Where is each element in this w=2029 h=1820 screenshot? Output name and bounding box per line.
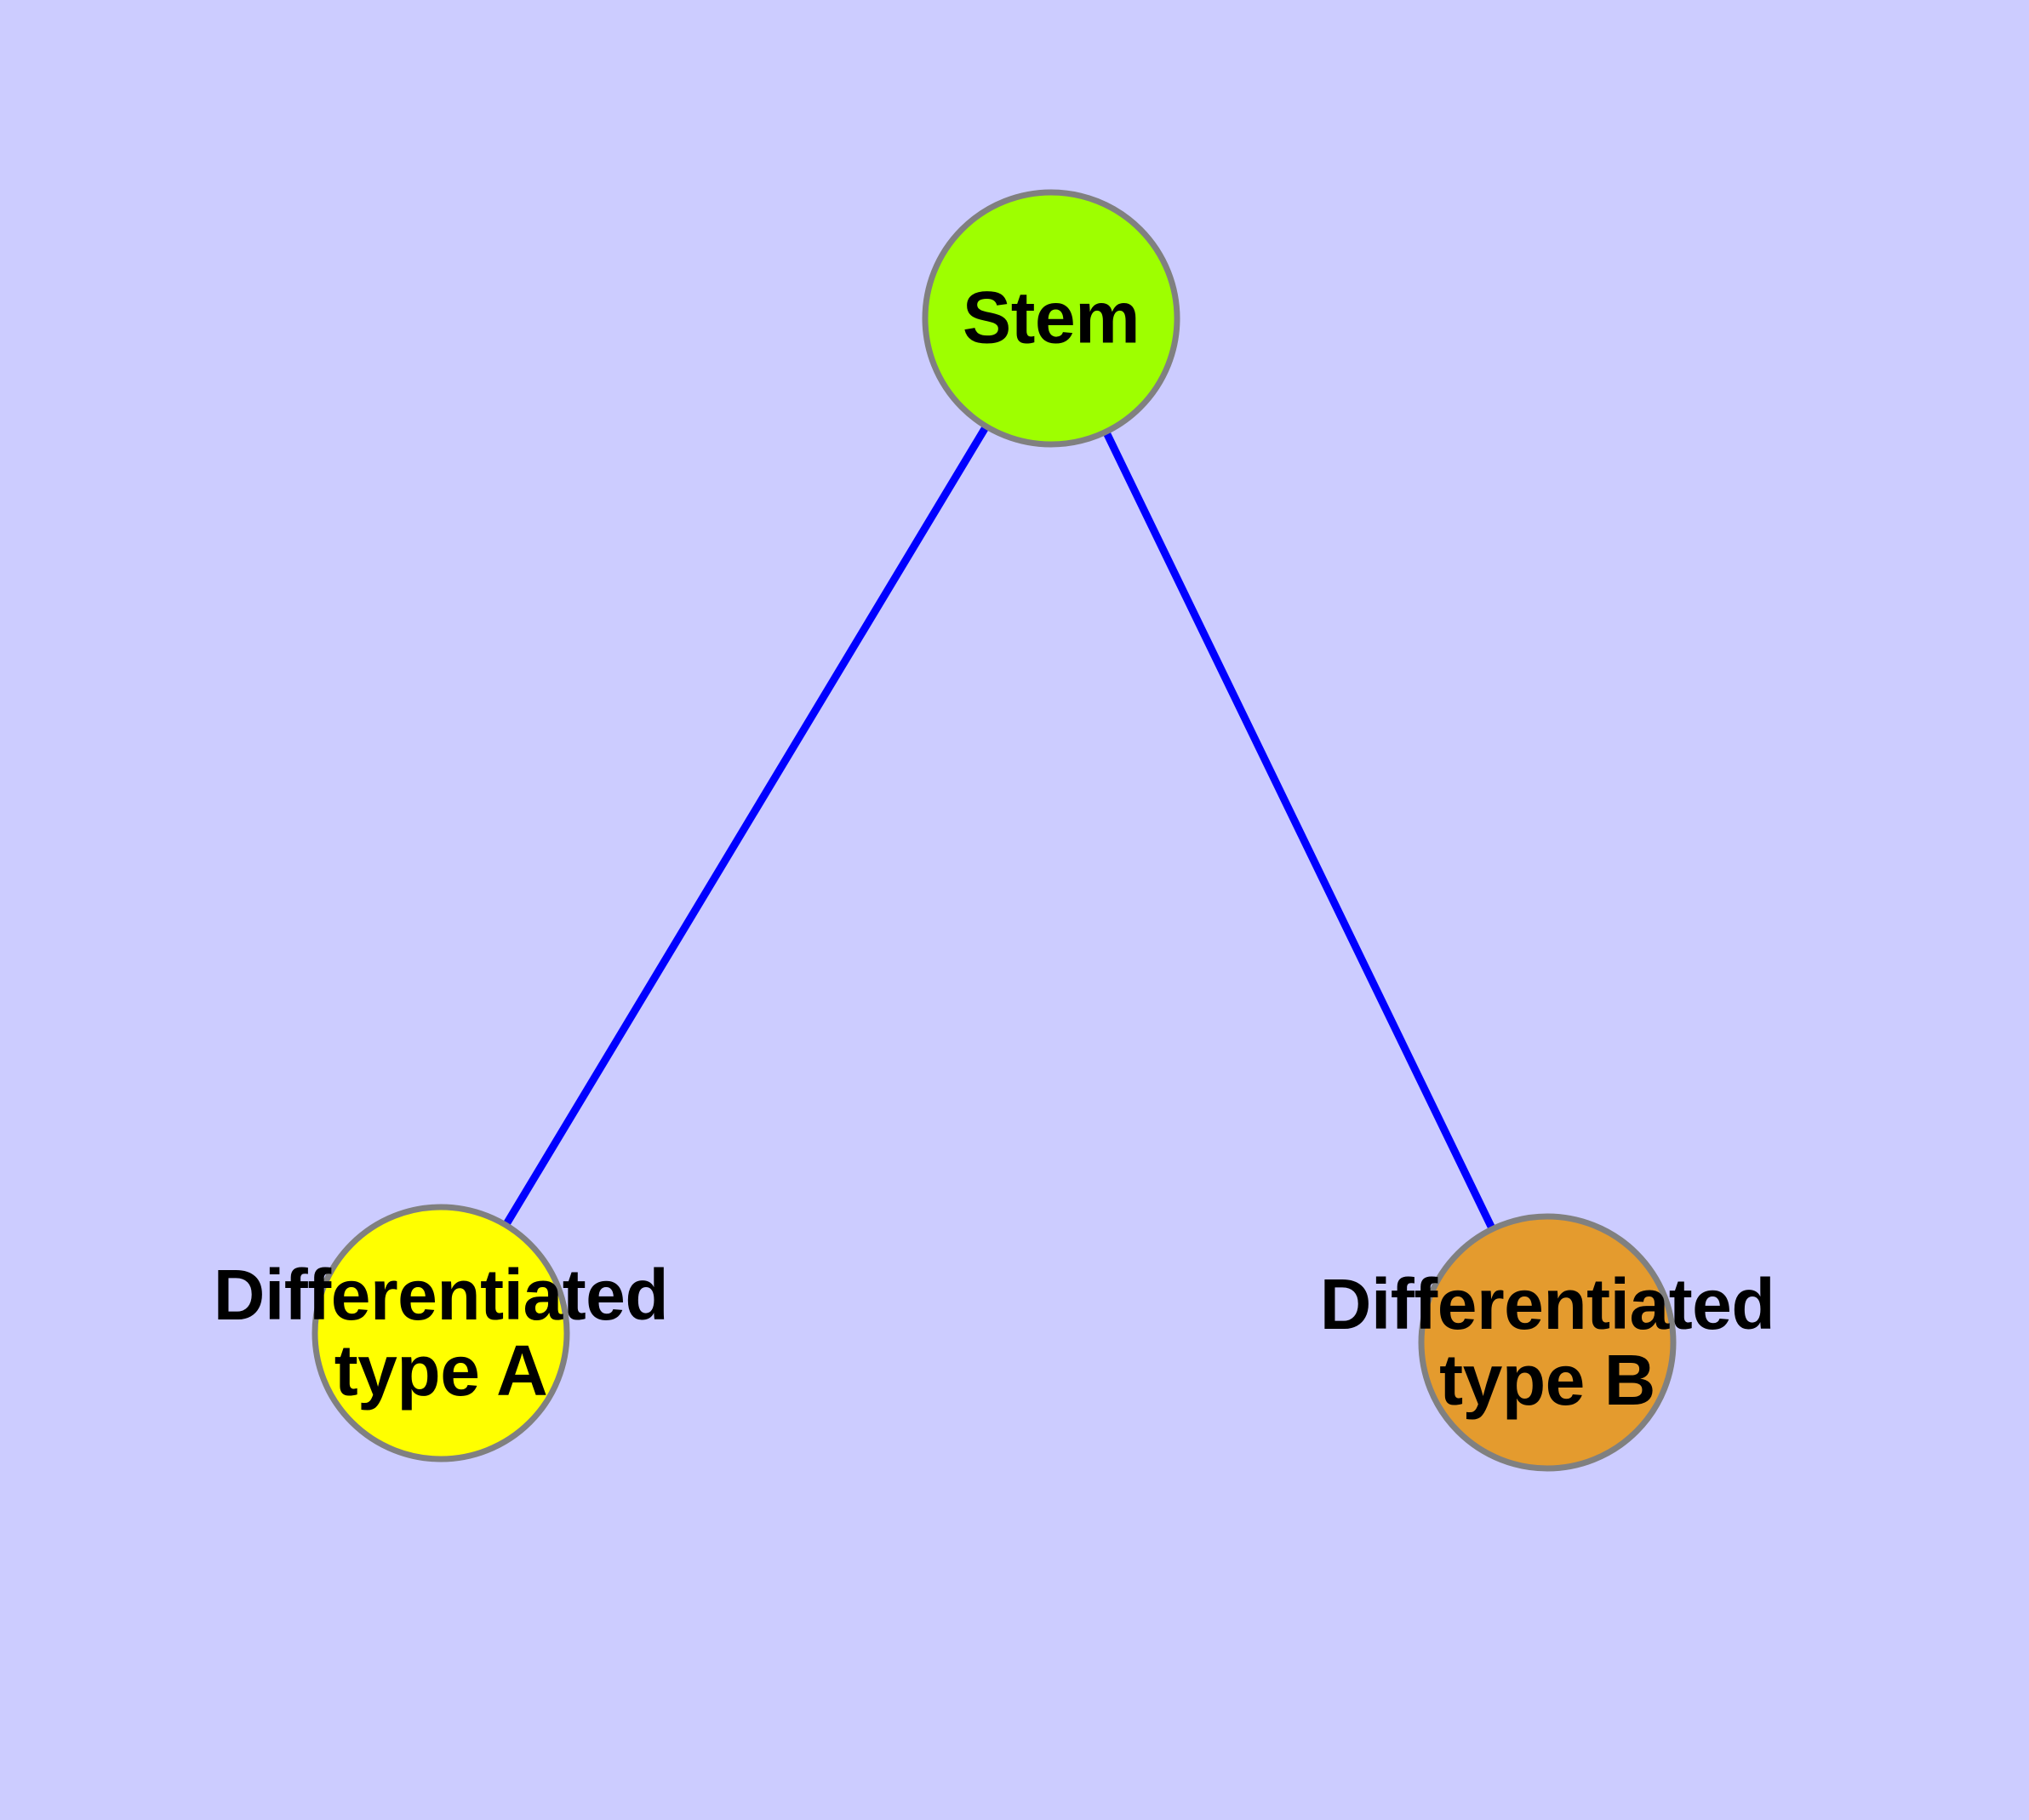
node-differentiated-type-a[interactable] <box>311 1204 570 1462</box>
edge-stem-to-type-a[interactable] <box>437 316 1055 1336</box>
node-layer <box>311 189 1677 1472</box>
node-differentiated-type-b[interactable] <box>1418 1213 1677 1472</box>
edge-stem-to-type-b[interactable] <box>1047 317 1552 1344</box>
node-stem[interactable] <box>922 189 1180 448</box>
edge-layer <box>437 316 1552 1344</box>
